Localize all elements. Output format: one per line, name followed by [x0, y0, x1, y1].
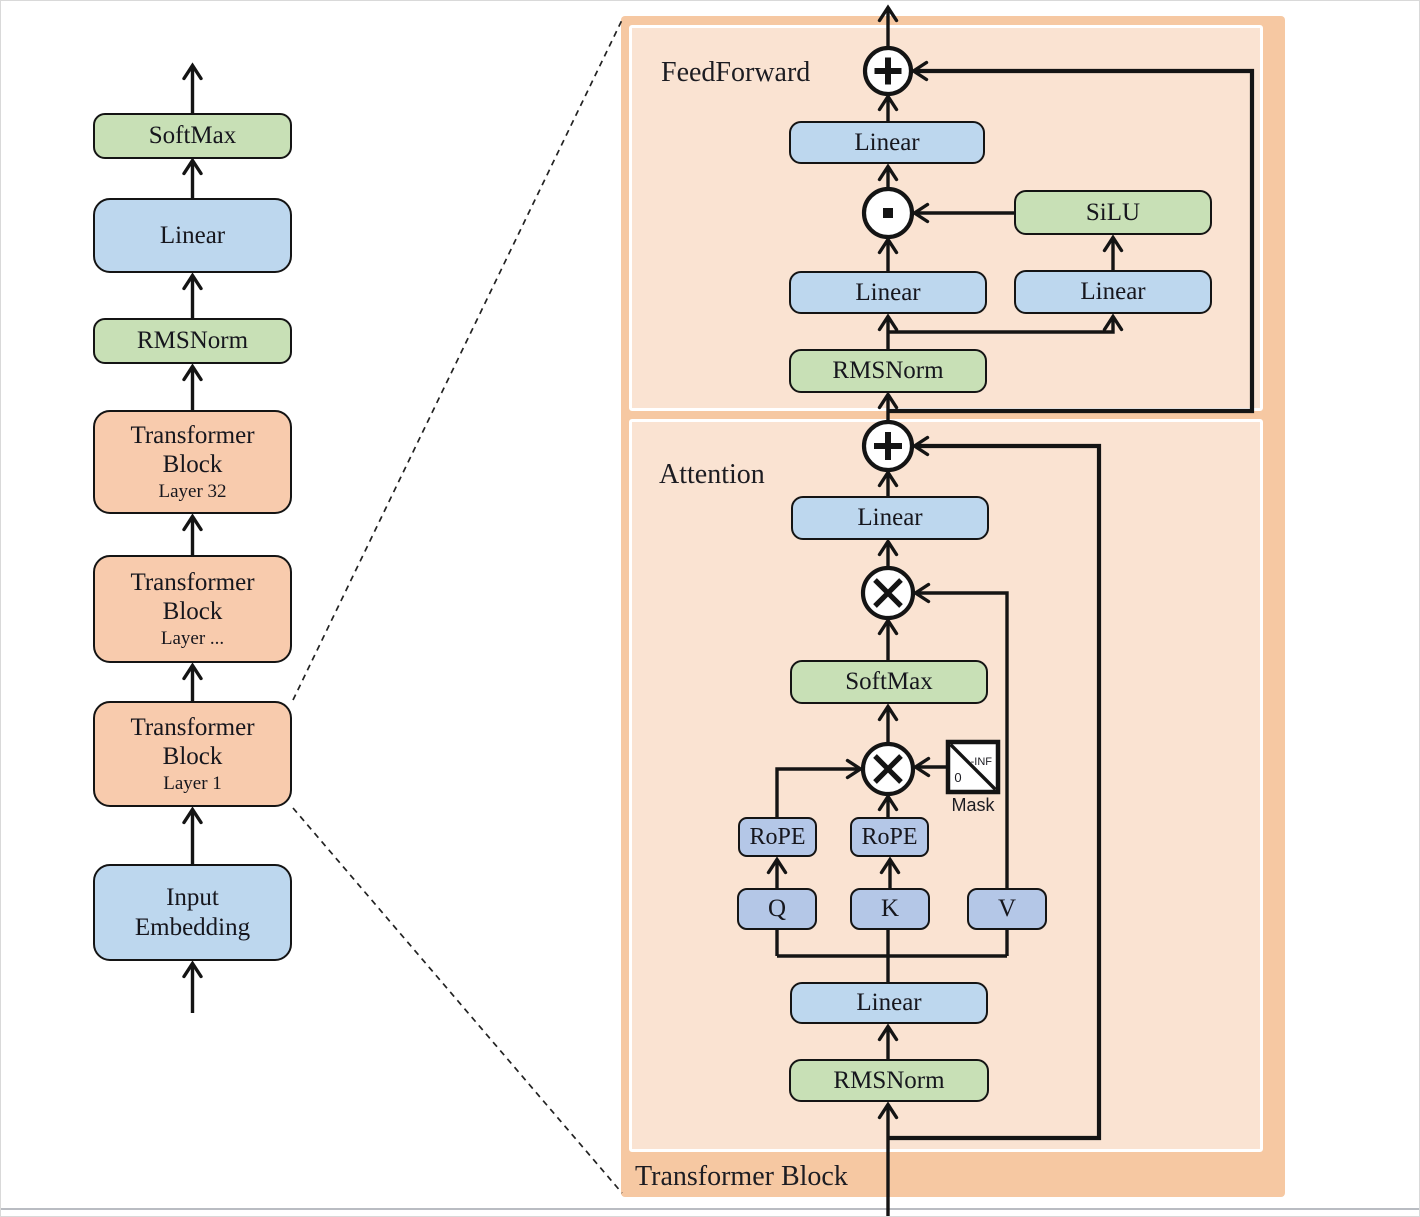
- node-attn-linear-in: Linear: [790, 982, 988, 1024]
- node-ffn-linear-up: Linear: [1014, 270, 1212, 314]
- node-attn-softmax: SoftMax: [790, 660, 988, 704]
- node-ffn-linear-down: Linear: [789, 121, 985, 164]
- node-label: RMSNorm: [832, 357, 944, 385]
- elementwise-multiply-operator: [861, 186, 915, 240]
- node-rmsnorm-final: RMSNorm: [93, 318, 292, 364]
- zoom-guide-lines: [292, 19, 623, 1194]
- node-label: SoftMax: [148, 122, 237, 150]
- node-label: RMSNorm: [833, 1066, 945, 1094]
- node-transformer-block-32: Transformer Block Layer 32: [93, 410, 292, 514]
- node-label: RoPE: [749, 823, 806, 850]
- causal-mask-icon: -INF 0 Mask: [945, 739, 1001, 815]
- node-label: K: [880, 895, 900, 923]
- node-attn-linear-out: Linear: [791, 496, 989, 540]
- node-ffn-rmsnorm: RMSNorm: [789, 349, 987, 393]
- matmul-operator-attn-v: [860, 565, 916, 621]
- node-label: SiLU: [1085, 198, 1141, 226]
- node-label: Input Embedding: [134, 884, 251, 941]
- node-silu: SiLU: [1014, 190, 1212, 235]
- mask-neg-inf-value: -INF: [971, 756, 993, 768]
- node-label: Transformer Block: [130, 568, 255, 626]
- attention-wires: [766, 391, 1018, 1216]
- mask-zero-value: 0: [954, 770, 961, 785]
- node-linear-output: Linear: [93, 198, 292, 273]
- node-label: SoftMax: [845, 668, 933, 696]
- feedforward-label: FeedForward: [661, 57, 811, 88]
- node-sublabel: Layer ...: [160, 627, 225, 649]
- node-label: Linear: [857, 504, 923, 532]
- node-q-projection: Q: [737, 888, 817, 930]
- add-operator-attention: [861, 419, 915, 473]
- node-ffn-linear-gate: Linear: [789, 271, 987, 314]
- node-label: RoPE: [861, 823, 918, 850]
- node-rope-k: RoPE: [850, 817, 929, 857]
- node-rope-q: RoPE: [738, 817, 817, 857]
- node-label: Q: [767, 895, 787, 923]
- node-label: Linear: [159, 221, 226, 249]
- node-label: Linear: [854, 128, 920, 156]
- node-attn-rmsnorm: RMSNorm: [789, 1059, 989, 1102]
- node-label: RMSNorm: [136, 327, 249, 355]
- node-label: Transformer Block: [130, 421, 255, 479]
- attention-label: Attention: [659, 459, 765, 490]
- bottom-divider: [1, 1208, 1419, 1210]
- node-label: Linear: [856, 989, 922, 1017]
- matmul-operator-qk: [860, 741, 916, 797]
- node-v-projection: V: [967, 888, 1047, 930]
- node-label: Linear: [855, 278, 921, 306]
- mask-label: Mask: [951, 795, 995, 815]
- node-sublabel: Layer 1: [163, 772, 222, 794]
- node-k-projection: K: [850, 888, 930, 930]
- node-transformer-block-1: Transformer Block Layer 1: [93, 701, 292, 807]
- node-input-embedding: Input Embedding: [93, 864, 292, 961]
- transformer-block-title: Transformer Block: [635, 1161, 848, 1192]
- node-softmax-output: SoftMax: [93, 113, 292, 159]
- feedforward-wires: [877, 4, 1124, 349]
- add-operator-ffn: [862, 45, 914, 97]
- feedforward-residual-wire: [888, 60, 1255, 414]
- node-label: V: [997, 895, 1017, 923]
- node-label: Transformer Block: [130, 713, 255, 771]
- node-label: Linear: [1080, 278, 1146, 306]
- node-sublabel: Layer 32: [158, 480, 227, 502]
- node-transformer-block-mid: Transformer Block Layer ...: [93, 555, 292, 663]
- attention-residual-wire: [888, 435, 1102, 1141]
